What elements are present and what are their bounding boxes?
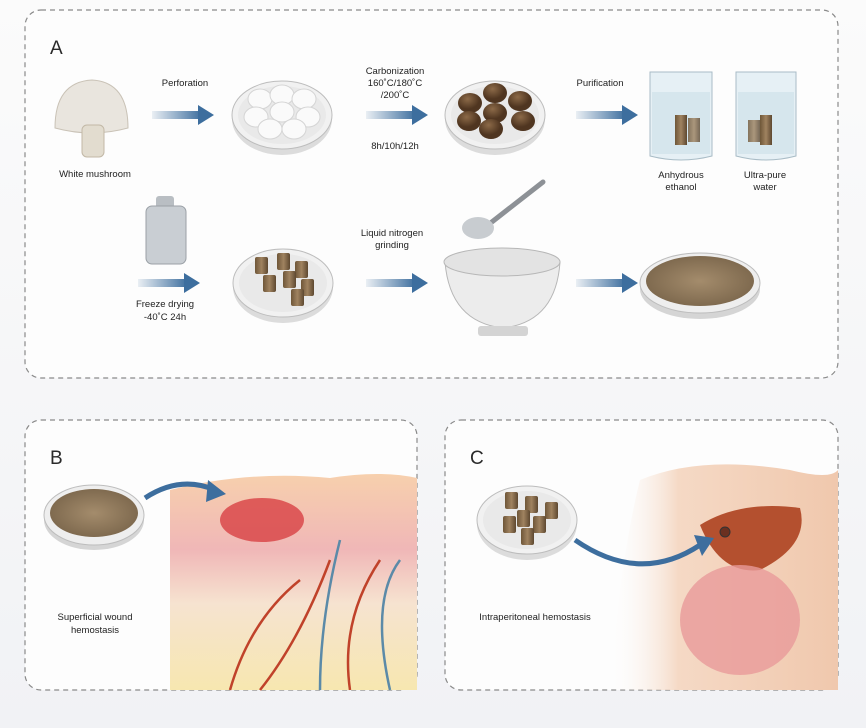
- dish-carbonized-pieces: [444, 80, 546, 156]
- bleeding-site: [719, 526, 731, 538]
- panel-letter-a: A: [50, 38, 63, 59]
- dish-dried-cylinders: [232, 248, 334, 324]
- dish-carbon-powder-b: [43, 484, 145, 550]
- grinding-label-1: Liquid nitrogen: [361, 228, 423, 239]
- perforation-label: Perforation: [162, 78, 208, 89]
- panel-b-label-2: hemostasis: [71, 625, 119, 636]
- veins: [318, 539, 402, 691]
- carbonization-time: 8h/10h/12h: [371, 141, 419, 152]
- dish-carbon-powder: [639, 252, 761, 319]
- panel-b-label-1: Superficial wound: [58, 612, 133, 623]
- weight-icon: [145, 196, 187, 265]
- grinding-label-2: grinding: [375, 240, 409, 251]
- beaker-water-label-1: Ultra-pure: [744, 170, 786, 181]
- carbonization-temp-1: 160˚C/180˚C: [368, 78, 423, 89]
- panel-b: B Superficial wound hemostasis: [24, 419, 418, 691]
- white-mushroom-image: [54, 79, 129, 158]
- panel-c-label: Intraperitoneal hemostasis: [479, 612, 591, 623]
- panel-a: A White mushroom Perforation Carbonizati…: [24, 9, 839, 379]
- mushroom-label: White mushroom: [59, 169, 131, 180]
- beaker-water: [735, 71, 797, 161]
- carbonization-label: Carbonization: [366, 66, 425, 77]
- beaker-water-label-2: water: [752, 182, 776, 193]
- dish-mushroom-pieces: [231, 80, 333, 156]
- beaker-ethanol-label-1: Anhydrous: [658, 170, 704, 181]
- liver: [700, 506, 802, 571]
- mortar-and-pestle: [443, 179, 561, 336]
- dish-dried-cylinders-c: [476, 485, 578, 561]
- panel-c: C Intraperitoneal hemostasis: [444, 419, 839, 691]
- beaker-ethanol-label-2: ethanol: [665, 182, 696, 193]
- arrowhead-icon: [694, 535, 714, 556]
- beaker-ethanol: [649, 71, 713, 161]
- blood-vessels: [228, 559, 382, 691]
- panel-a-border: [24, 9, 839, 379]
- arrowhead-icon: [206, 480, 226, 502]
- panel-letter-b: B: [50, 448, 63, 469]
- carbonization-temp-2: /200˚C: [381, 90, 410, 101]
- panel-letter-c: C: [470, 448, 484, 469]
- wound: [220, 498, 304, 542]
- purification-label: Purification: [577, 78, 624, 89]
- freeze-drying-label: Freeze drying: [136, 299, 194, 310]
- intestines: [680, 565, 800, 675]
- freeze-drying-condition: -40˚C 24h: [144, 312, 186, 323]
- curved-arrow-icon: [573, 537, 702, 567]
